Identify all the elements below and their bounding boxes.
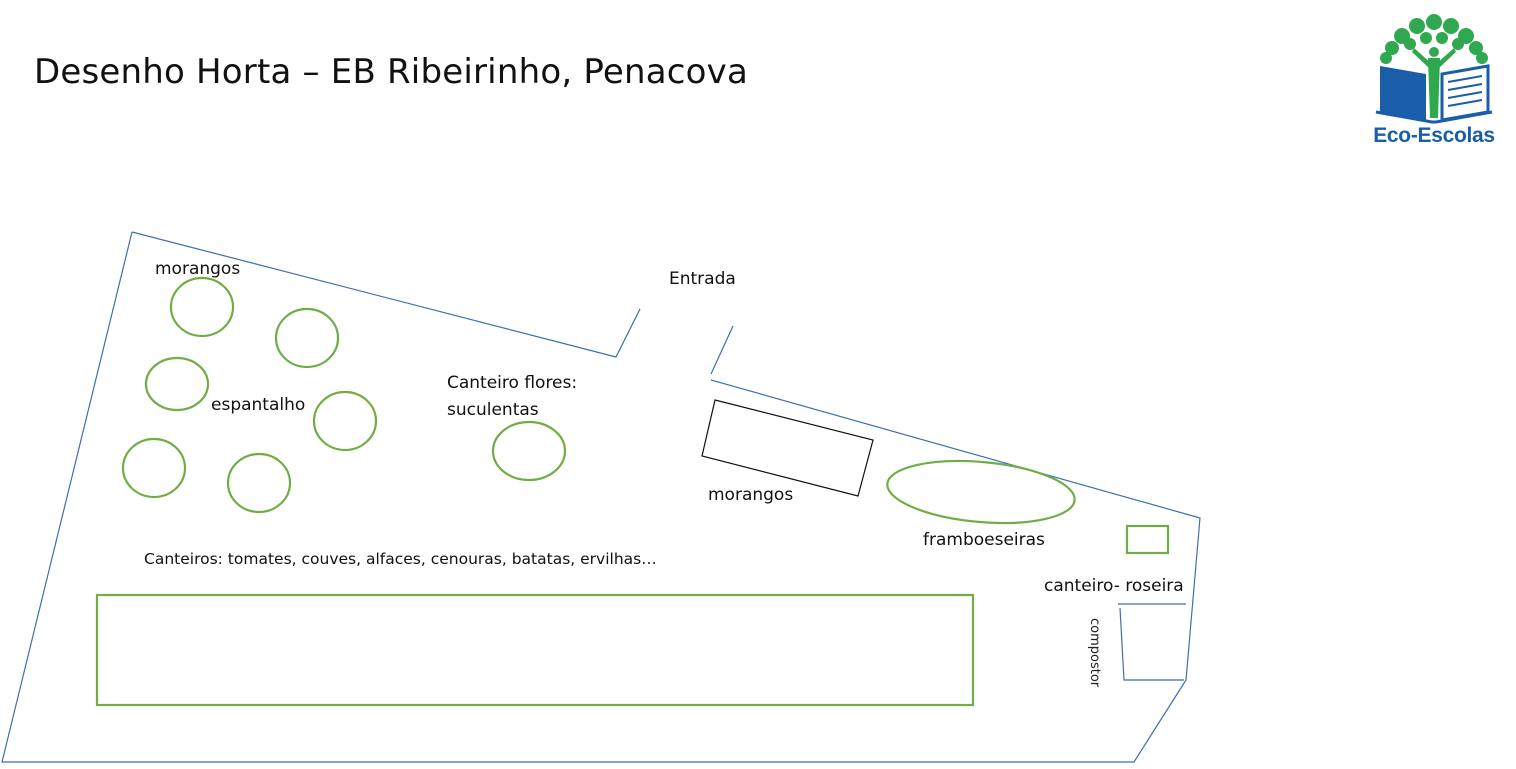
label-morangos-bed: morangos [708, 485, 794, 505]
boundary-top-left [131, 231, 641, 358]
rose-bed [1125, 524, 1170, 555]
strawberry-circle [226, 452, 292, 514]
succulent-bed [491, 420, 567, 482]
strawberry-circle [121, 437, 187, 499]
logo-text: Eco-Escolas [1373, 124, 1495, 147]
label-suculentas: suculentas [447, 400, 539, 420]
page-title: Desenho Horta – EB Ribeirinho, Penacova [34, 52, 748, 92]
raspberry-bed [886, 459, 1076, 525]
label-espantalho: espantalho [211, 395, 306, 415]
strawberry-bed-rect [701, 399, 874, 497]
label-vertical: compostor [1087, 618, 1102, 688]
boundary-entrance-right [710, 325, 734, 375]
boundary-top-right [1, 231, 1201, 763]
strawberry-circle [274, 307, 340, 369]
boundary-rose-bed [1118, 603, 1186, 681]
label-framboeseiras: framboeseiras [923, 530, 1045, 550]
vegetable-beds [95, 593, 975, 707]
strawberry-circle [312, 390, 378, 452]
strawberry-circle [169, 276, 235, 338]
label-canteiro-flores: Canteiro flores: [447, 373, 578, 393]
eco-escolas-logo-icon [1375, 14, 1493, 124]
label-morangos-top: morangos [155, 259, 241, 279]
strawberry-circle [144, 356, 210, 412]
label-canteiro-roseira: canteiro- roseira [1044, 576, 1184, 596]
label-canteiros: Canteiros: tomates, couves, alfaces, cen… [144, 550, 657, 568]
label-entrada: Entrada [669, 269, 736, 289]
